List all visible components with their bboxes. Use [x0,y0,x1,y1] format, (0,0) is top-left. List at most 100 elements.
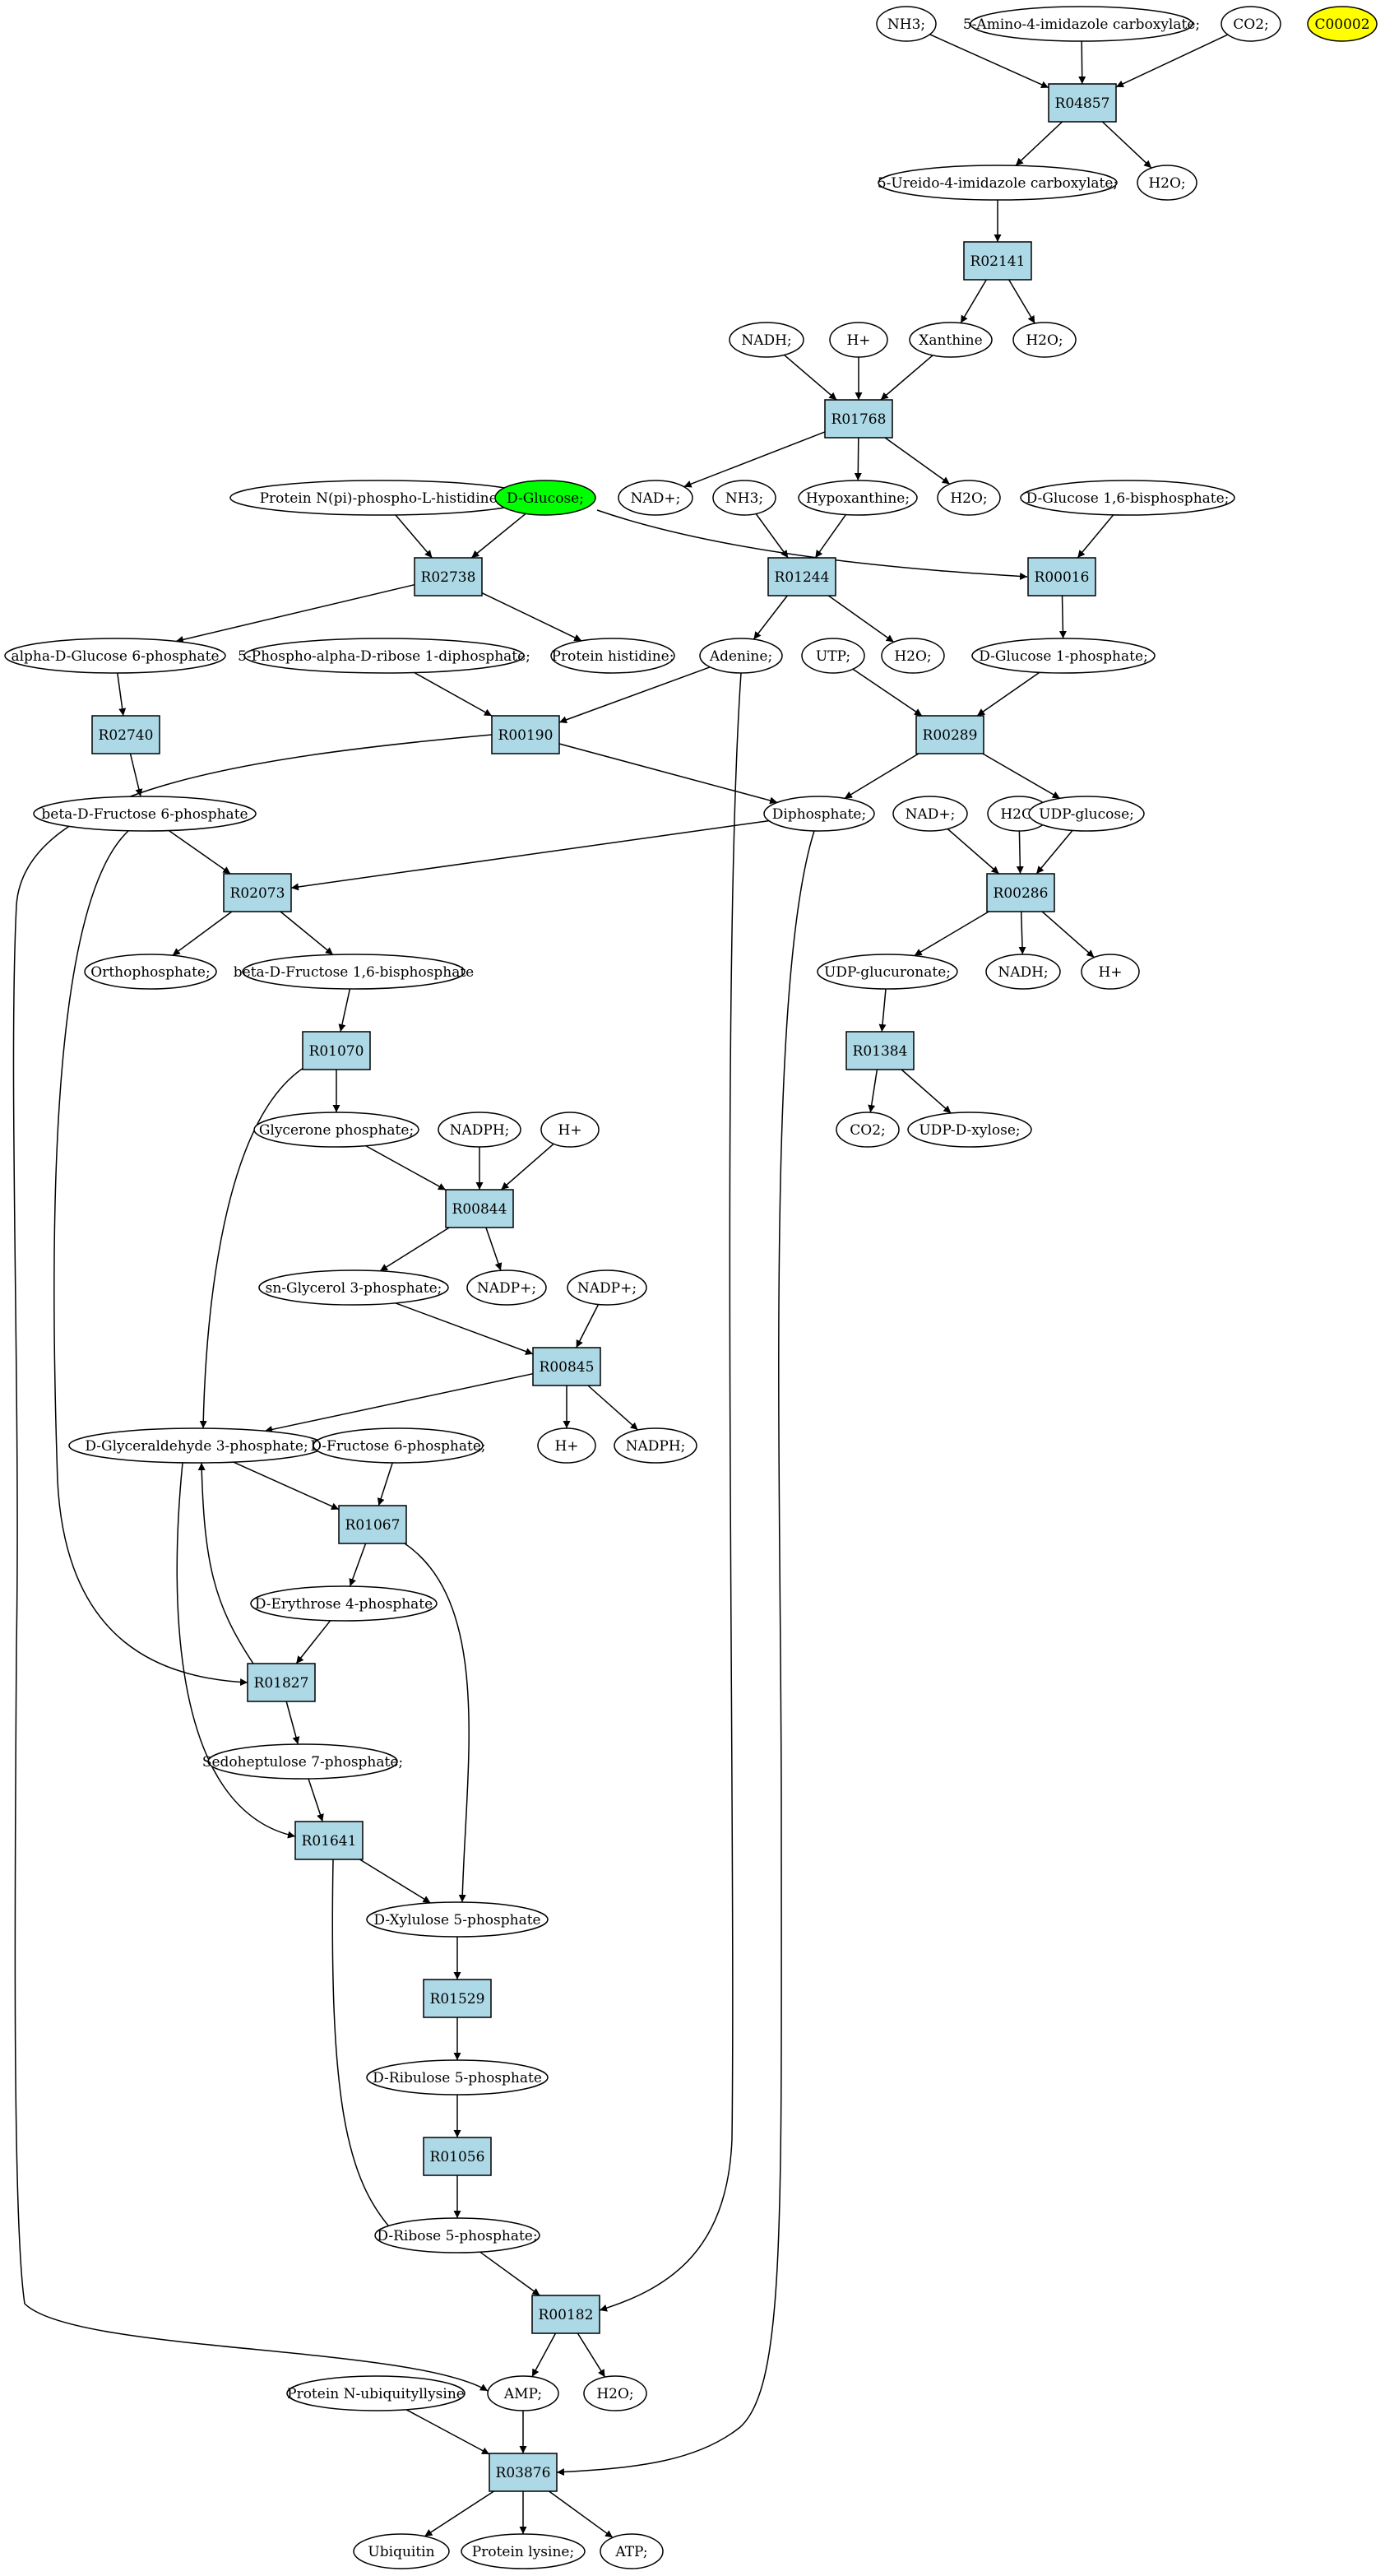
node-label: H+ [558,1122,581,1139]
compound-ellipse [600,2533,664,2569]
compound-ellipse [836,1112,900,1148]
reaction-box [294,1821,364,1860]
edge-b_f6p-to-r02073 [168,829,231,875]
compound-ellipse [1137,165,1197,201]
reaction-node-r01056: R01056 [423,2137,492,2176]
compound-ellipse [712,480,776,516]
compound-node-amino-imidazole: 5-Amino-4-imidazole carboxylate; [963,6,1200,42]
reaction-box [1048,83,1117,123]
node-label: R00289 [923,727,978,744]
compound-ellipse [242,954,466,990]
compound-node-ga3p: D-Glyceraldehyde 3-phosphate; [68,1427,325,1464]
edge-r00182-to-h2o_6 [577,2332,606,2378]
reaction-box [915,715,984,754]
node-label: H2O; [950,490,987,507]
node-label: UDP-glucose; [1039,806,1134,823]
edge-udp_glucuronate-to-r01384 [878,988,887,1033]
compound-ellipse [1081,954,1140,990]
edge-nadpplus_2-to-r00845 [576,1304,600,1348]
reaction-box [247,1663,316,1702]
compound-ellipse [253,1112,419,1148]
edge-r00844-to-sn_g3p [379,1227,450,1272]
compound-node-nadplus-1: NAD+; [618,480,693,516]
edge-r02738-to-a_g6p [175,583,415,643]
compound-node-nadpplus-1: NADP+; [466,1269,547,1306]
edge-ga3p-to-r01641 [176,1462,296,1839]
reaction-node-r01384: R01384 [845,1031,915,1070]
edge-r01384-to-udp_xylose [901,1069,952,1114]
edge-protein_ubiq-to-r03876 [405,2409,490,2455]
compound-ellipse [366,2059,549,2096]
compound-ellipse [567,1269,647,1306]
node-label: NADPH; [626,1438,686,1455]
compound-ellipse [970,6,1193,42]
edge-r02073-to-fbp [280,911,334,955]
edge-a_g6p-to-r02740 [117,672,127,717]
node-label: R00286 [994,885,1049,902]
edge-r01067-to-xu5p [404,1543,470,1903]
edge-r01244-to-h2o_4 [827,595,895,643]
nodes: NH3;5-Amino-4-imidazole carboxylate;CO2;… [4,6,1378,2569]
edge-r01827-to-s7p [285,1701,300,1745]
compound-node-nadh-2: NADH; [985,954,1061,990]
edge-d_glucose-to-r02738 [470,513,526,559]
node-label: Ubiquitin [368,2544,434,2560]
compound-node-nadpplus-2: NADP+; [567,1269,647,1306]
node-label: D-Ribose 5-phosphate; [377,2228,537,2244]
node-label: Adenine; [709,648,772,665]
node-label: D-Glucose 1-phosphate; [979,648,1148,665]
compound-node-udp-xylose: UDP-D-xylose; [907,1112,1032,1148]
compound-node-xanthine: Xanthine [909,322,993,358]
compound-node-udp-glucose: UDP-glucose; [1028,796,1145,832]
compound-node-glc1p: D-Glucose 1-phosphate; [971,638,1156,674]
node-label: R01768 [831,411,887,428]
node-label: D-Ribulose 5-phosphate [373,2070,542,2086]
node-label: Glycerone phosphate; [259,1122,414,1139]
node-label: sn-Glycerol 3-phosphate; [266,1280,442,1297]
edge-r01827-to-ga3p [197,1462,254,1664]
compound-node-glycerone-p: Glycerone phosphate; [253,1112,419,1148]
node-label: CO2; [1233,16,1269,33]
compound-node-nadph-1: NADPH; [438,1112,521,1148]
compound-node-ureido: 5-Ureido-4-imidazole carboxylate; [878,165,1118,201]
compound-ellipse [313,1427,484,1464]
node-label: Xanthine [919,332,982,349]
node-label: Protein lysine; [472,2544,574,2560]
edge-r02141-to-h2o_2 [1008,279,1035,324]
reaction-node-r02740: R02740 [91,715,160,754]
edge-r02738-to-protein_his [481,592,582,642]
compound-ellipse [881,638,945,674]
edge-r03876-to-ubiquitin [424,2490,494,2537]
node-label: NAD+; [906,806,956,823]
edge-r00286-to-udp_glucuronate [914,911,989,957]
compound-node-h2o-3: H2O; [937,480,1001,516]
edge-r01384-to-co2_2 [868,1069,878,1113]
node-label: NADPH; [450,1122,510,1139]
compound-ellipse [618,480,693,516]
reaction-node-r01827: R01827 [247,1663,316,1702]
edge-utp-to-r00289 [852,668,923,717]
compound-node-h2o-2: H2O; [1012,322,1077,358]
reaction-box [338,1505,407,1544]
reaction-box [767,557,836,596]
node-label: H2O; [894,648,931,665]
reaction-node-r03876: R03876 [489,2453,558,2492]
compound-ellipse [801,638,865,674]
compound-node-co2-1: CO2; [1221,6,1281,42]
compound-ellipse [1028,796,1145,832]
compound-node-hplus-3: H+ [540,1112,600,1148]
node-label: R00844 [452,1201,507,1218]
node-label: Diphosphate; [772,806,866,823]
edge-h2o_5-to-r00286 [1016,830,1024,875]
compound-node-e4p: D-Erythrose 4-phosphate [250,1585,438,1622]
compound-ellipse [438,1112,521,1148]
edge-r02073-to-orthophosphate [172,911,233,956]
edge-xanthine-to-r01768 [880,355,933,401]
edge-r02141-to-xanthine [960,279,987,323]
edge-glycerone_p-to-r00844 [365,1144,447,1191]
reaction-box [91,715,160,754]
reaction-node-r02738: R02738 [414,557,483,596]
compound-node-utp: UTP; [801,638,865,674]
reaction-node-r00845: R00845 [532,1347,601,1386]
edge-r00845-to-ga3p [264,1372,534,1433]
